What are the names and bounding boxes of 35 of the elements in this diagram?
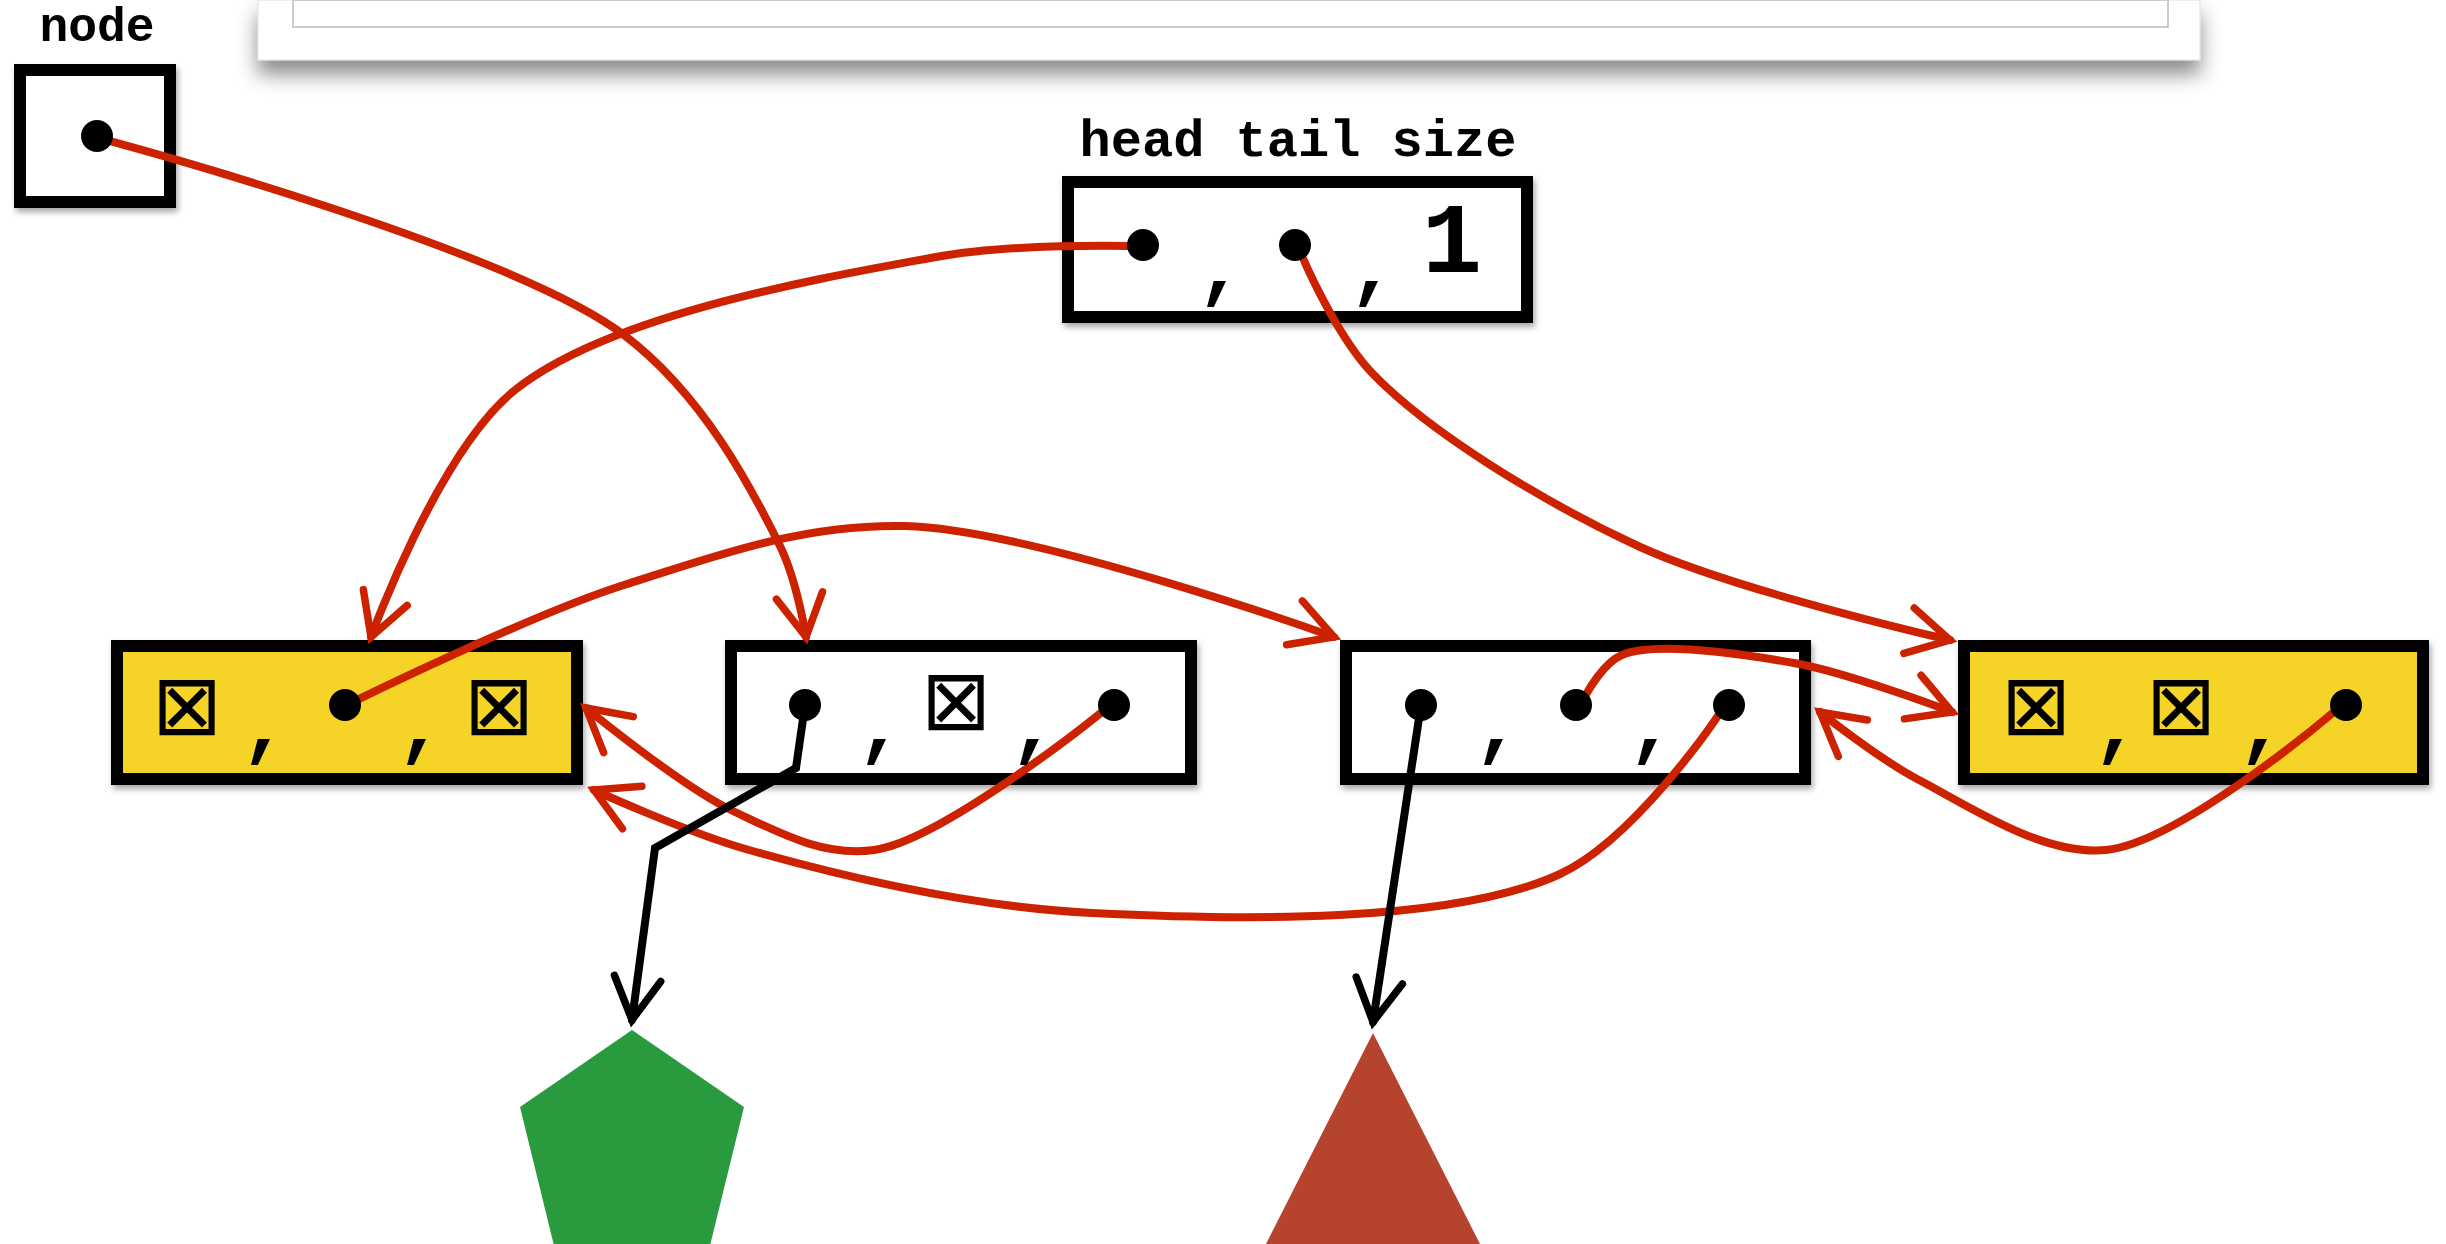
null-symbol: ⊠ [151,663,223,747]
null-symbol: ⊠ [463,663,535,747]
pointer-dot [1098,689,1130,721]
comma: , [1197,232,1245,312]
record-box [1340,640,1811,785]
record-box [1958,640,2429,785]
comma: , [857,690,905,770]
comma: , [1349,232,1397,312]
null-symbol: ⊠ [2145,663,2217,747]
pointer-dot [2330,689,2362,721]
comma: , [2093,690,2141,770]
pointer-dot [1279,229,1311,261]
record-box [725,640,1197,785]
pointer-dot [1405,689,1437,721]
comma: , [1474,690,1522,770]
pointer-dot [789,689,821,721]
record-box [111,640,583,785]
pointer-dot [1713,689,1745,721]
comma: , [241,690,289,770]
pointer-dot [1127,229,1159,261]
arrow [1582,644,1956,723]
pointer-dot [329,689,361,721]
pointer-dot [81,120,113,152]
null-symbol: ⊠ [920,658,992,742]
null-symbol: ⊠ [2000,663,2072,747]
comma: , [2238,690,2286,770]
arrow [590,712,1722,922]
arrow [582,704,1105,856]
arrow [1816,708,2337,855]
field-labels: head tail size [1079,117,1517,169]
comma: , [1628,690,1676,770]
comma: , [1010,690,1058,770]
pointer-dot [1560,689,1592,721]
variable-name: node [39,4,155,52]
comma: , [397,690,445,770]
